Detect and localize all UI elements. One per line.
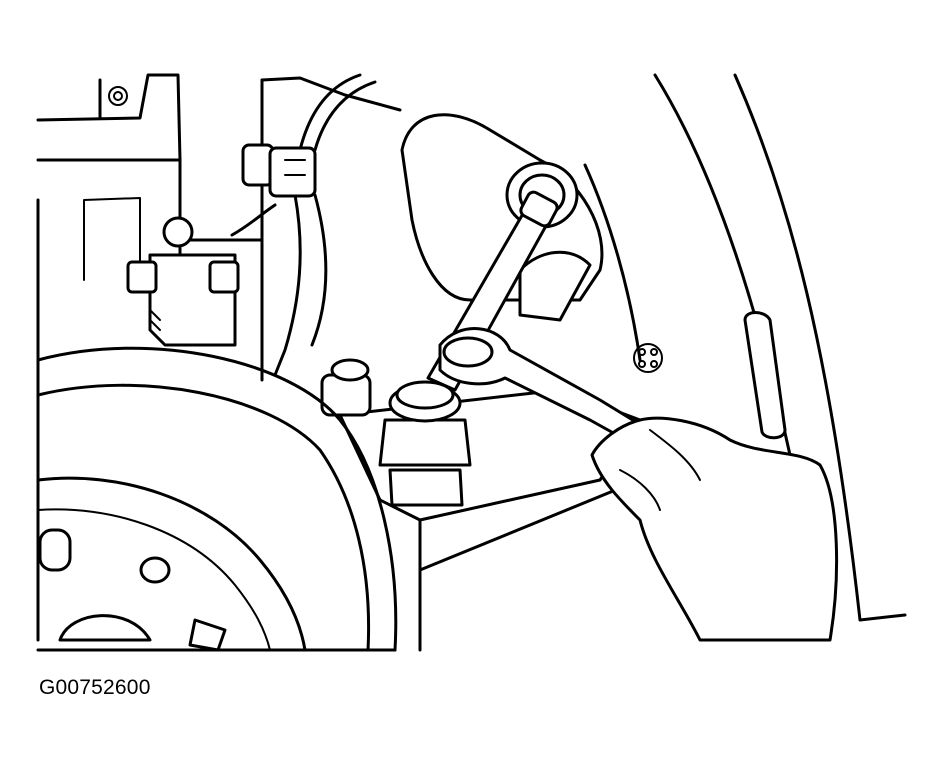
figure-id-label: G00752600 <box>39 676 151 699</box>
brake-rotor <box>36 346 398 652</box>
wiring-harness <box>230 73 377 377</box>
line-illustration <box>36 73 907 652</box>
illustration-frame <box>36 568 422 652</box>
sensor-bracket <box>126 216 240 347</box>
ball-joint <box>320 358 472 507</box>
wheel-well-liner <box>583 73 907 622</box>
hand <box>590 416 839 642</box>
